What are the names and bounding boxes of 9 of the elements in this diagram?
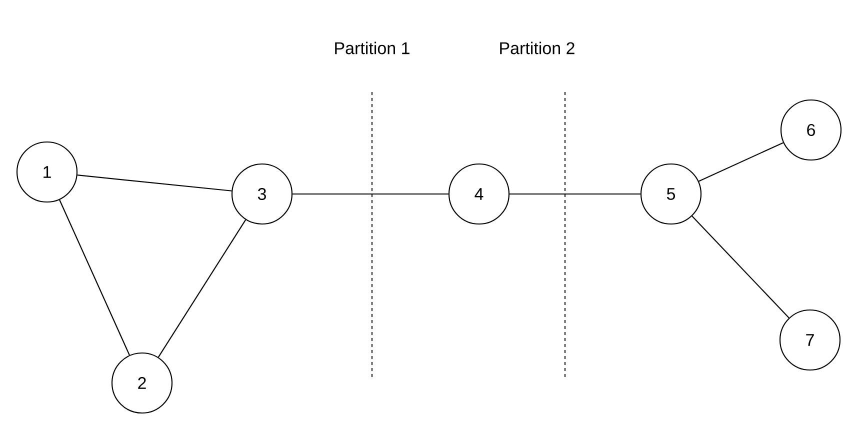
edge-line: [292, 193, 448, 195]
edge-line: [698, 142, 784, 182]
edge-line: [158, 220, 246, 358]
partition-label: Partition 1: [335, 42, 410, 54]
edge-line: [510, 193, 640, 195]
partition-label: Partition 2: [500, 42, 574, 54]
edge-line: [77, 174, 232, 192]
edge-line: [692, 216, 790, 318]
edge-line: [59, 200, 130, 356]
